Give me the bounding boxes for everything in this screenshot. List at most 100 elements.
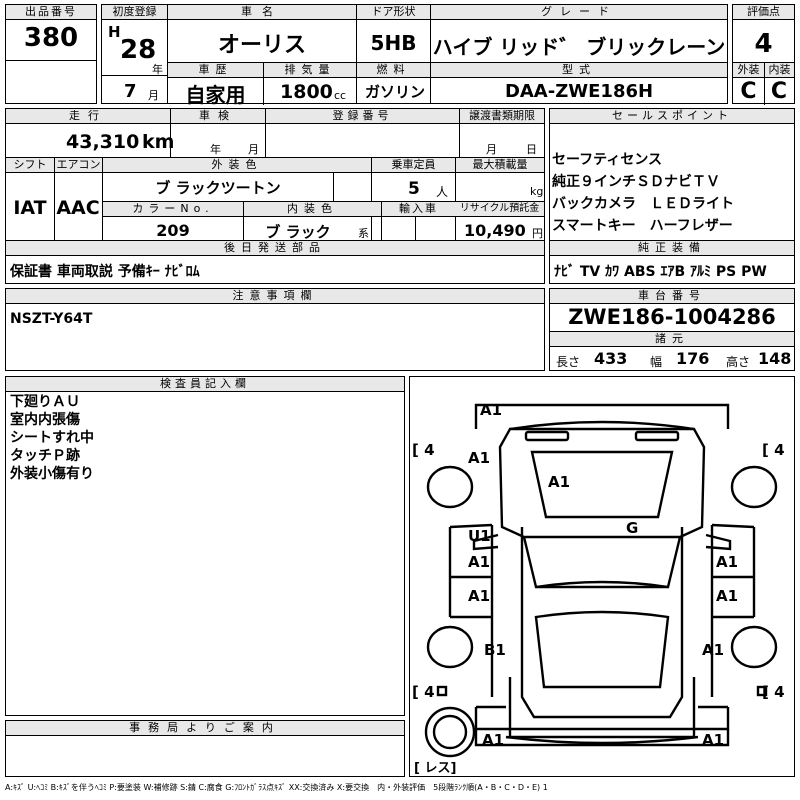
transfer-day-unit: 日 — [526, 143, 537, 156]
car-name: オーリス — [217, 33, 306, 58]
damage-mark: A1 — [468, 449, 491, 467]
notes-title: 注意事項欄 — [6, 289, 544, 304]
displacement: 1800 — [280, 81, 333, 103]
shift-label: シフト — [6, 158, 54, 173]
lot-number-label: 出品番号 — [6, 5, 96, 20]
shift: IAT — [13, 197, 47, 219]
height-value: 148 — [758, 349, 792, 368]
later-parts-block: 後日発送部品 保証書 車両取説 予備ｷｰ ﾅﾋﾞﾛﾑ — [5, 240, 545, 284]
int-grade: C — [770, 79, 788, 104]
registration-number-label: 登録番号 — [265, 109, 459, 124]
inspector-note-line: 外装小傷有り — [10, 466, 94, 482]
max-load-label: 最大積載量 — [455, 158, 544, 173]
inspector-block: 検査員記入欄 下廻りＡＵ 室内内張傷シートすれ中タッチＰ跡外装小傷有り — [5, 376, 405, 716]
equipment-block: 純正装備 ﾅﾋﾞ TV ｶﾜ ABS ｴｱB ｱﾙﾐ PS PW — [549, 240, 795, 284]
transfer-deadline-label: 譲渡書類期限 — [459, 109, 544, 124]
damage-mark: A1 — [548, 473, 571, 491]
mileage-unit: km — [142, 131, 175, 153]
damage-mark: A1 — [468, 553, 491, 571]
damage-mark: A1 — [468, 587, 491, 605]
exterior-color-label: 外装色 — [103, 158, 371, 173]
chassis-block: 車台番号 ZWE186-1004286 諸元 長さ 433 幅 176 高さ 1… — [549, 288, 795, 371]
car-outline — [424, 403, 778, 758]
specs-title: 諸元 — [550, 332, 794, 347]
ext-label: 外装 — [733, 63, 764, 78]
sales-point-line: セーフティセンス — [552, 152, 663, 168]
score-label: 評価点 — [733, 5, 794, 20]
door-type: 5HB — [370, 31, 417, 55]
inspection-year-unit: 年 — [210, 143, 221, 156]
office-block: 事務局よりご案内 — [5, 720, 405, 777]
capacity-unit: 人 — [436, 185, 449, 199]
tire-rear-right: [ 4 — [762, 683, 785, 701]
inspector-note-line: 室内内張傷 — [10, 412, 80, 428]
inspector-note-line: 下廻りＡＵ — [10, 394, 80, 410]
ac-label: エアコン — [54, 158, 102, 173]
history-label: 車歴 — [168, 63, 263, 78]
first-registration-cell: 初度登録 H 28 年 7 月 — [101, 4, 168, 104]
damage-mark: A1 — [716, 553, 739, 571]
lot-number-blank — [5, 60, 97, 104]
year-unit: 年 — [152, 63, 163, 76]
spare-tire-label: [ レス] — [414, 761, 457, 776]
damage-mark: B1 — [484, 641, 506, 659]
lot-number-cell: 出品番号 380 — [5, 4, 97, 61]
sales-points-title: セールスポイント — [550, 109, 794, 124]
ext-grade: C — [740, 79, 757, 104]
recycle-label: リサイクル預託金 — [455, 202, 544, 217]
equipment-title: 純正装備 — [550, 241, 794, 256]
inspector-note-line: シートすれ中 — [10, 430, 94, 446]
later-parts-title: 後日発送部品 — [6, 241, 544, 256]
width-label: 幅 — [650, 355, 663, 369]
inspector-note-line: タッチＰ跡 — [10, 448, 80, 464]
door-cell: ドア形状 5HB 燃料 ガソリン — [356, 4, 431, 104]
sales-point-line: バックカメラ ＬＥＤライト — [552, 196, 734, 212]
fuel-label: 燃料 — [357, 63, 430, 78]
history: 自家用 — [185, 83, 246, 107]
first-registration-label: 初度登録 — [102, 5, 167, 20]
grade: ハイブ リッド゛ ブリックレーン — [432, 35, 726, 59]
mileage: 43,310 — [66, 131, 140, 153]
recycle-unit: 円 — [532, 227, 543, 240]
displacement-unit: cc — [334, 89, 347, 102]
inspector-notes: 下廻りＡＵ 室内内張傷シートすれ中タッチＰ跡外装小傷有り — [10, 393, 94, 483]
grade-cell: グレード ハイブ リッド゛ ブリックレーン 型式 DAA-ZWE186H — [430, 4, 728, 104]
damage-mark: A1 — [702, 731, 725, 749]
interior-color-label: 内装色 — [243, 202, 381, 217]
displacement-label: 排気量 — [263, 63, 356, 78]
door-label: ドア形状 — [357, 5, 430, 20]
damage-mark: G — [626, 519, 639, 537]
model-code: DAA-ZWE186H — [504, 81, 654, 102]
exterior-color: ブ ラックツートン — [155, 179, 281, 197]
inspector-title: 検査員記入欄 — [6, 377, 404, 392]
import-label: 輸入車 — [381, 202, 455, 217]
chassis-number: ZWE186-1004286 — [568, 305, 776, 329]
registration-month: 7 — [124, 81, 137, 102]
notes-block: 注意事項欄 NSZT-Y64T — [5, 288, 545, 371]
sales-points-block: セールスポイント セーフティセンス純正９インチＳＤナビＴＶ バックカメラ ＬＥＤラ… — [549, 108, 795, 241]
car-name-label: 車名 — [168, 5, 356, 20]
era: H — [108, 23, 121, 41]
chassis-title: 車台番号 — [550, 289, 794, 304]
later-parts-value: 保証書 車両取説 予備ｷｰ ﾅﾋﾞﾛﾑ — [10, 264, 200, 280]
score: 4 — [754, 29, 773, 59]
fuel: ガソリン — [365, 83, 426, 101]
office-title: 事務局よりご案内 — [6, 721, 404, 736]
header-block: 出品番号 380 初度登録 H 28 年 7 月 車名 オーリス 車歴 排気量 … — [5, 4, 795, 107]
color-number: 209 — [156, 221, 190, 240]
tire-rear-left: [ 4 — [412, 683, 435, 701]
height-label: 高さ — [726, 355, 751, 369]
lot-number: 380 — [23, 23, 79, 53]
car-name-cell: 車名 オーリス 車歴 排気量 自家用 1800 cc — [167, 4, 357, 107]
capacity: 5 — [408, 179, 420, 199]
transfer-month-unit: 月 — [486, 143, 497, 156]
damage-mark: U1 — [468, 527, 491, 545]
damage-mark: A1 — [482, 731, 505, 749]
interior-color-unit: 系 — [358, 227, 369, 240]
width-value: 176 — [676, 349, 710, 368]
sales-point-line: 純正９インチＳＤナビＴＶ — [552, 174, 720, 190]
length-label: 長さ — [556, 355, 581, 369]
int-label: 内装 — [764, 63, 794, 78]
mileage-label: 走行 — [6, 109, 170, 124]
